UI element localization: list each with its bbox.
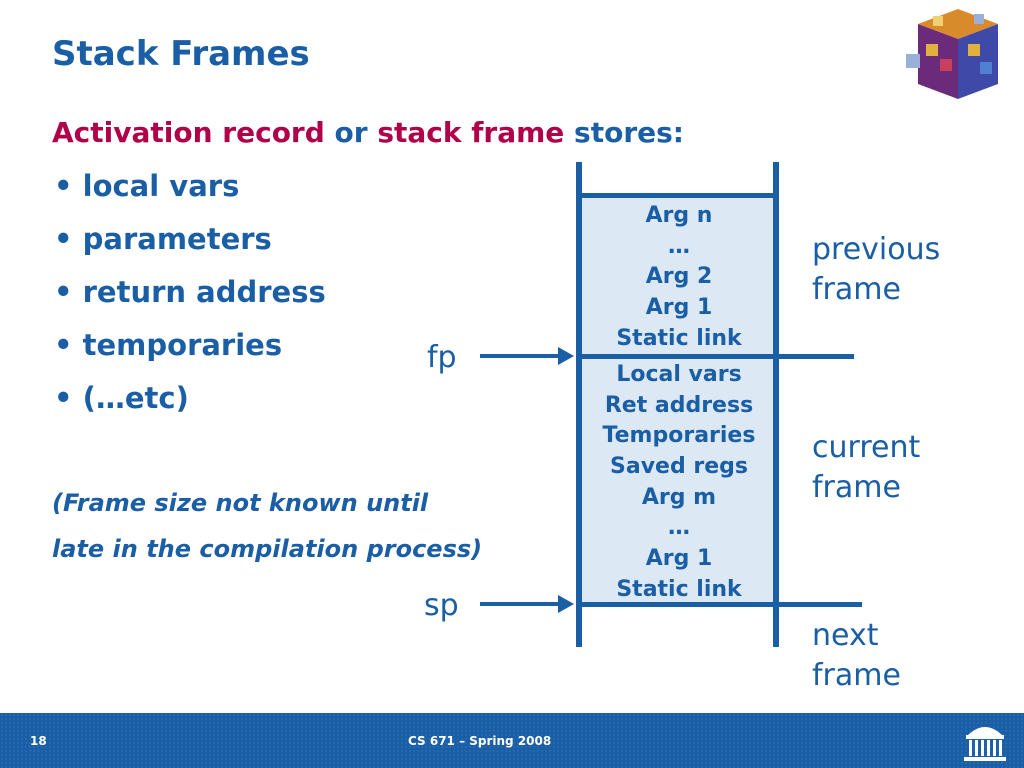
stack-cell: Arg 1 <box>645 295 713 321</box>
page-number: 18 <box>30 734 47 748</box>
stack-cell: Arg m <box>641 484 717 510</box>
stack-cell: Ret address <box>604 392 754 418</box>
bullet-item: • temporaries <box>54 328 283 362</box>
frame-label-line: frame <box>812 272 901 307</box>
sp-arrow-line <box>480 602 562 606</box>
stack-cell: Arg n <box>645 203 713 228</box>
stack-cell: … <box>668 233 690 259</box>
fp-label: fp <box>427 340 457 375</box>
frame-label-line: frame <box>812 658 901 693</box>
bullet-item: • parameters <box>54 222 272 256</box>
sp-label: sp <box>424 588 459 623</box>
bullet-list: • local vars • parameters • return addre… <box>54 166 326 431</box>
note-line: late in the compilation process) <box>52 535 483 563</box>
stack-cell: … <box>668 515 690 541</box>
fp-arrow-head-icon <box>558 347 574 365</box>
fp-arrow-line <box>480 354 562 358</box>
heading-stores: stores: <box>564 116 684 149</box>
sp-arrow-head-icon <box>558 595 574 613</box>
stack-cell: Saved regs <box>610 454 748 480</box>
previous-frame-cells: Arg n … Arg 2 Arg 1 Static link <box>582 201 776 354</box>
stack-left-border <box>576 162 582 647</box>
slide-title: Stack Frames <box>52 34 310 74</box>
course-label: CS 671 – Spring 2008 <box>408 734 552 748</box>
cube-logo-image <box>906 9 998 99</box>
stack-cell: Arg 1 <box>645 546 713 572</box>
stack-cell: Temporaries <box>602 423 756 449</box>
slide-heading: Activation record or stack frame stores: <box>52 116 684 149</box>
rotunda-logo-icon <box>964 727 1006 761</box>
stack-cell: Local vars <box>616 362 742 387</box>
next-frame-label: next frame <box>812 616 901 696</box>
current-frame-cells: Local vars Ret address Temporaries Saved… <box>582 360 776 606</box>
frame-label-line: frame <box>812 470 901 505</box>
bullet-item: • local vars <box>54 169 240 203</box>
frame-label-line: previous <box>812 232 941 267</box>
heading-stack-frame: stack frame <box>377 116 565 149</box>
stack-top-divider <box>579 193 778 198</box>
bullet-item: • (…etc) <box>54 381 189 415</box>
stack-cell: Arg 2 <box>645 264 713 290</box>
stack-background <box>582 197 776 604</box>
note-line: (Frame size not known until <box>52 489 429 517</box>
previous-frame-label: previous frame <box>812 230 940 310</box>
bullet-item: • return address <box>54 275 326 309</box>
heading-activation-record: Activation record <box>52 116 325 149</box>
sp-divider <box>579 602 862 607</box>
frame-size-note: (Frame size not known until late in the … <box>52 480 482 572</box>
stack-cell: Static link <box>616 576 742 602</box>
stack-cell: Static link <box>616 325 742 351</box>
heading-or: or <box>324 116 378 149</box>
fp-divider <box>579 354 854 359</box>
slide-footer: 18 CS 671 – Spring 2008 <box>0 713 1024 768</box>
frame-label-line: next <box>812 618 879 653</box>
current-frame-label: current frame <box>812 428 920 508</box>
stack-right-border <box>773 162 779 647</box>
frame-label-line: current <box>812 430 921 465</box>
